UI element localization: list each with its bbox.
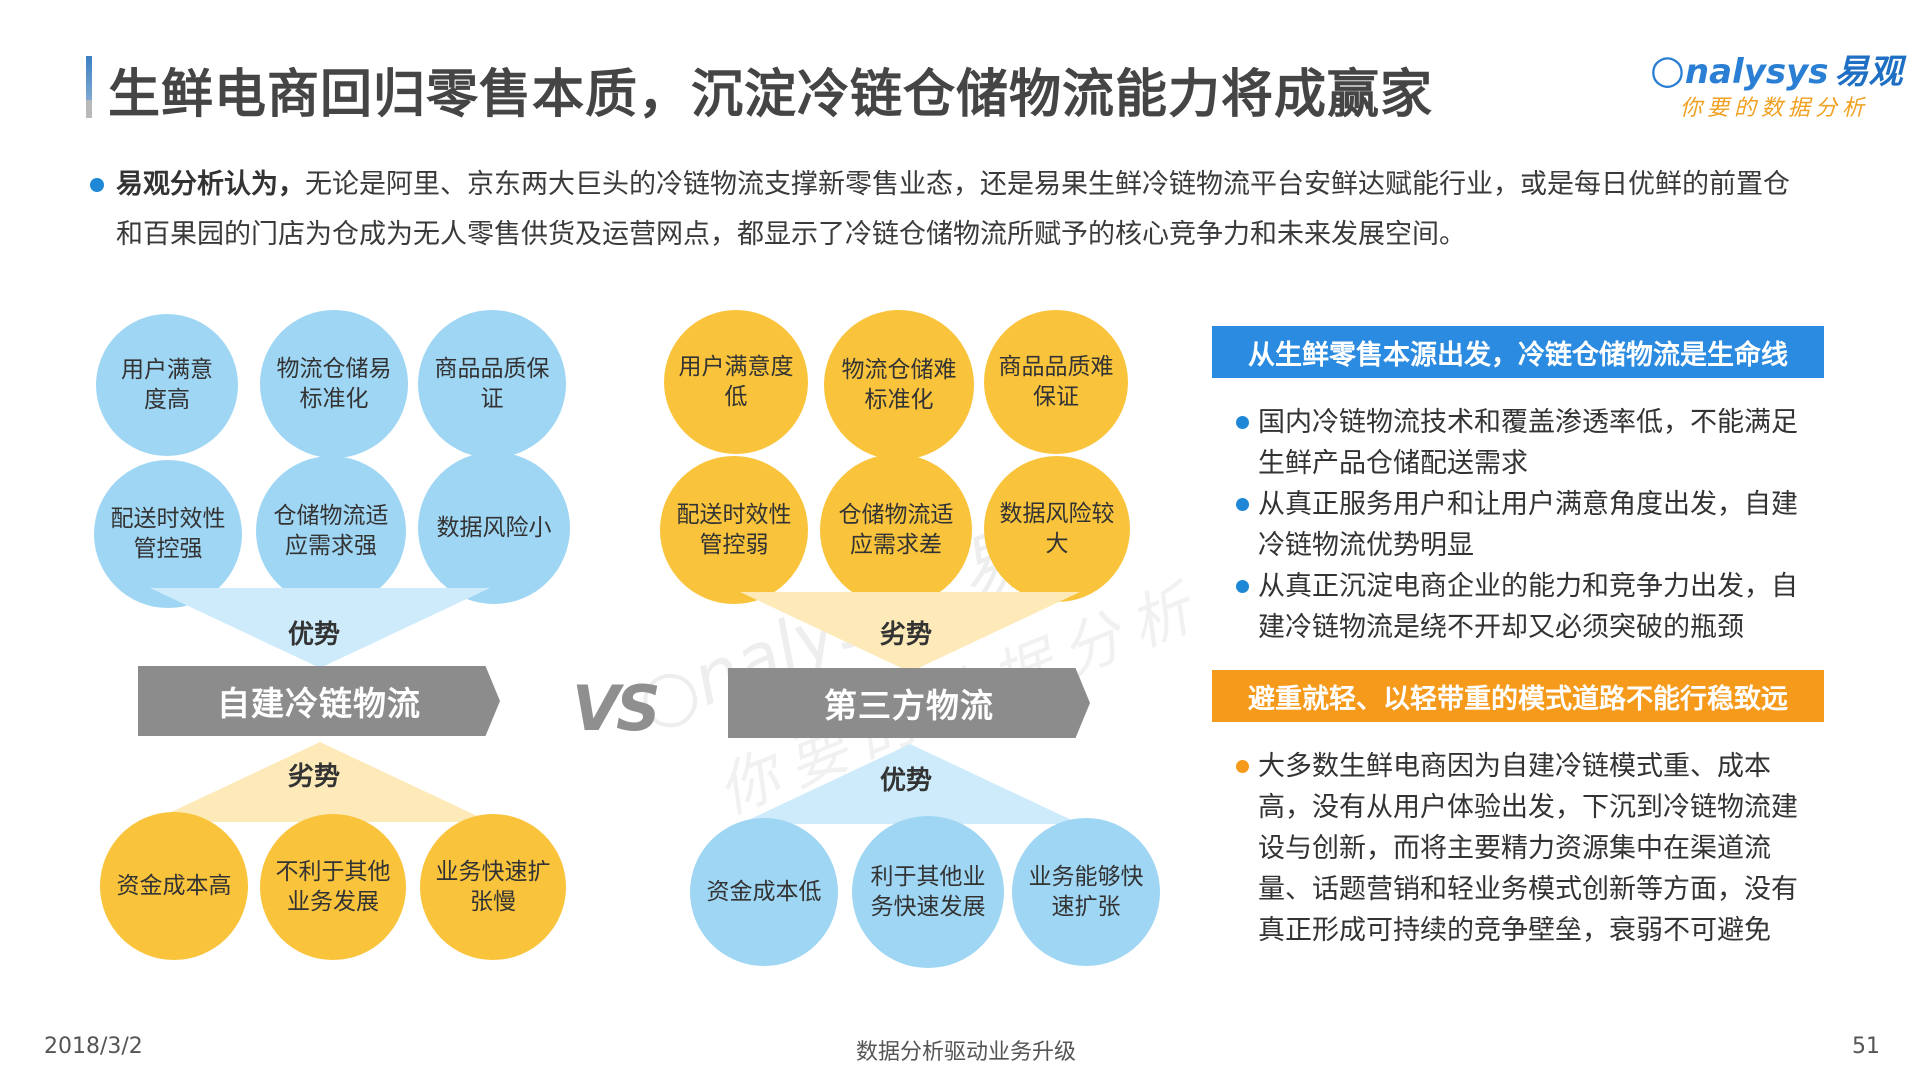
- list-item: 从真正服务用户和让用户满意角度出发，自建冷链物流优势明显: [1236, 484, 1814, 566]
- footer-page-number: 51: [1852, 1034, 1880, 1059]
- section-head-light-model: 避重就轻、以轻带重的模式道路不能行稳致远: [1212, 670, 1824, 722]
- self-adv-circle: 物流仓储易标准化: [260, 310, 408, 458]
- third-adv-circle: 业务能够快速扩张: [1012, 818, 1160, 966]
- title-accent-bar: [86, 56, 92, 118]
- bullet-dot-icon: [1236, 498, 1249, 511]
- bullet-dot-icon: [1236, 760, 1249, 773]
- self-adv-circle: 数据风险小: [418, 452, 570, 604]
- self-adv-circle: 用户满意度高: [96, 314, 238, 456]
- self-built-banner: 自建冷链物流: [138, 666, 500, 736]
- self-dis-funnel: [150, 742, 490, 822]
- vs-label: VS: [572, 672, 661, 745]
- self-adv-funnel: [150, 588, 490, 668]
- third-dis-circle: 数据风险较大: [984, 456, 1130, 602]
- footer-date: 2018/3/2: [44, 1034, 143, 1059]
- list-item-text: 国内冷链物流技术和覆盖渗透率低，不能满足生鲜产品仓储配送需求: [1258, 407, 1798, 479]
- self-dis-circle: 不利于其他业务发展: [260, 814, 406, 960]
- lifeline-points: 国内冷链物流技术和覆盖渗透率低，不能满足生鲜产品仓储配送需求 从真正服务用户和让…: [1236, 402, 1814, 648]
- third-party-banner: 第三方物流: [728, 668, 1090, 738]
- third-adv-circle: 资金成本低: [690, 818, 838, 966]
- list-item-text: 从真正沉淀电商企业的能力和竞争力出发，自建冷链物流是绕不开却又必须突破的瓶颈: [1258, 571, 1798, 643]
- intro-paragraph: 易观分析认为，无论是阿里、京东两大巨头的冷链物流支撑新零售业态，还是易果生鲜冷链…: [90, 160, 1816, 260]
- third-dis-circle: 用户满意度低: [664, 310, 808, 454]
- third-dis-circle: 物流仓储难标准化: [824, 310, 974, 460]
- self-dis-label: 劣势: [288, 762, 341, 792]
- section-head-lifeline: 从生鲜零售本源出发，冷链仓储物流是生命线: [1212, 326, 1824, 378]
- list-item-text: 从真正服务用户和让用户满意角度出发，自建冷链物流优势明显: [1258, 489, 1798, 561]
- self-adv-circle: 商品品质保证: [418, 310, 566, 458]
- third-dis-funnel: [740, 592, 1080, 672]
- list-item: 从真正沉淀电商企业的能力和竞争力出发，自建冷链物流是绕不开却又必须突破的瓶颈: [1236, 566, 1814, 648]
- title-accent-bar-lower: [86, 100, 92, 118]
- self-dis-circle: 业务快速扩张慢: [420, 814, 566, 960]
- page-title: 生鲜电商回归零售本质，沉淀冷链仓储物流能力将成赢家: [108, 65, 1434, 125]
- list-item: 国内冷链物流技术和覆盖渗透率低，不能满足生鲜产品仓储配送需求: [1236, 402, 1814, 484]
- list-item-text: 大多数生鲜电商因为自建冷链模式重、成本高，没有从用户体验出发，下沉到冷链物流建设…: [1258, 751, 1798, 946]
- self-dis-circle: 资金成本高: [100, 812, 248, 960]
- third-dis-label: 劣势: [880, 620, 933, 650]
- third-adv-funnel: [740, 744, 1080, 824]
- logo-brand-text: nalysys: [1684, 52, 1829, 92]
- logo-o-glyph: ○: [1650, 47, 1685, 93]
- third-adv-label: 优势: [880, 766, 933, 796]
- footer-center: 数据分析驱动业务升级: [856, 1040, 1077, 1065]
- third-adv-circle: 利于其他业务快速发展: [852, 816, 1004, 968]
- bullet-dot-icon: [1236, 416, 1249, 429]
- logo-slogan: 你要的数据分析: [1680, 96, 1870, 121]
- third-dis-circle: 仓储物流适应需求差: [820, 454, 972, 606]
- list-item: 大多数生鲜电商因为自建冷链模式重、成本高，没有从用户体验出发，下沉到冷链物流建设…: [1236, 746, 1814, 951]
- light-model-points: 大多数生鲜电商因为自建冷链模式重、成本高，没有从用户体验出发，下沉到冷链物流建设…: [1236, 746, 1814, 951]
- bullet-dot-icon: [1236, 580, 1249, 593]
- self-adv-circle: 配送时效性管控强: [94, 460, 242, 608]
- bullet-dot-icon: [90, 178, 104, 192]
- intro-text: 无论是阿里、京东两大巨头的冷链物流支撑新零售业态，还是易果生鲜冷链物流平台安鲜达…: [116, 169, 1790, 250]
- logo-brand-cn: 易观: [1834, 52, 1903, 92]
- self-adv-label: 优势: [288, 620, 341, 650]
- self-adv-circle: 仓储物流适应需求强: [256, 456, 406, 606]
- intro-bold: 易观分析认为，: [116, 169, 305, 200]
- third-dis-circle: 配送时效性管控弱: [660, 456, 808, 604]
- third-dis-circle: 商品品质难保证: [984, 310, 1128, 454]
